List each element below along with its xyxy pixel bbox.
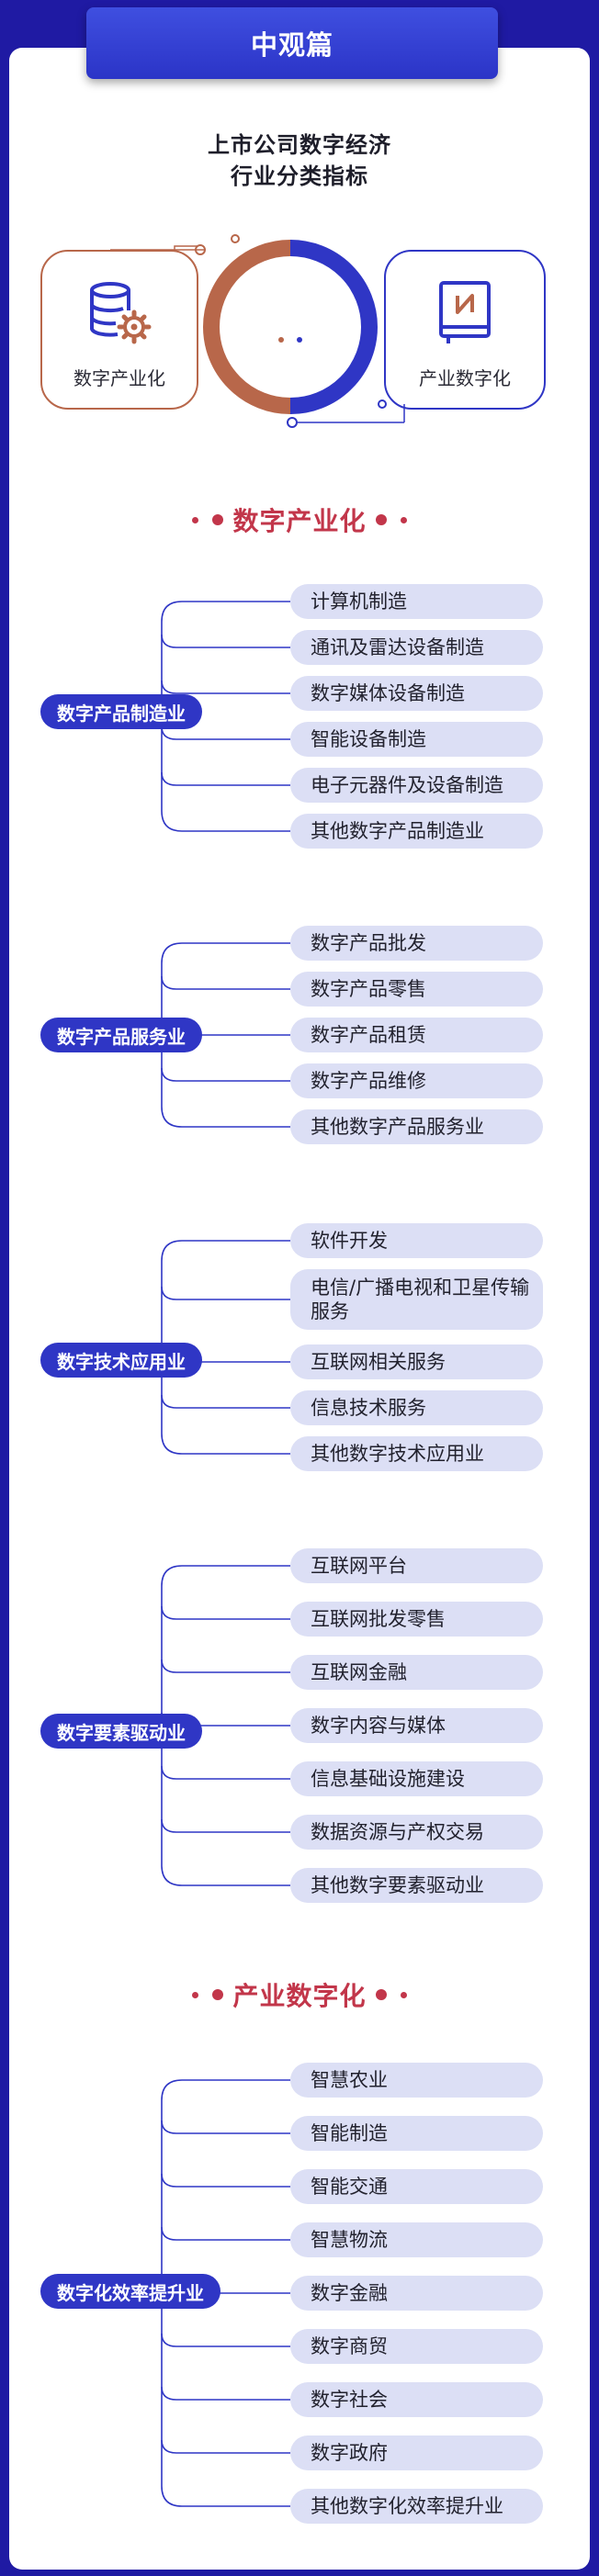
subcategory-item: 软件开发 [290, 1223, 543, 1258]
subcategory-item: 互联网金融 [290, 1655, 543, 1690]
branch-line [161, 2173, 290, 2188]
subcategory-item: 其他数字产品制造业 [290, 814, 543, 849]
subcategory-item: 智能交通 [290, 2169, 543, 2204]
branch-line [161, 1286, 290, 1300]
decor-dot [192, 1991, 199, 1998]
subcategory-item: 计算机制造 [290, 584, 543, 619]
header-title: 中观篇 [250, 29, 333, 61]
subcategory-item: 数字金融 [290, 2276, 543, 2311]
main-title-line1: 上市公司数字经济 [208, 132, 391, 158]
subcategory-item: 数字商贸 [290, 2329, 543, 2364]
branch-line [161, 1394, 290, 1409]
right-icon-label: 产业数字化 [419, 367, 511, 389]
subcategory-item: 其他数字技术应用业 [290, 1436, 543, 1471]
decor-dot [400, 1991, 407, 1998]
subcategory-item: 电信/广播电视和卫星传输服务 [290, 1269, 543, 1330]
section-title-text: 产业数字化 [232, 1981, 367, 2011]
branch-line [161, 2439, 290, 2454]
subcategory-item: 数字产品维修 [290, 1063, 543, 1098]
branch-line [161, 2386, 290, 2401]
decor-dot [375, 514, 387, 525]
industrial-digitalization-box: 产业数字化 [384, 250, 546, 410]
main-title-line2: 行业分类指标 [231, 163, 368, 189]
left-icon-label: 数字产业化 [73, 367, 165, 389]
branch-line [161, 634, 290, 648]
decor-dot [212, 1989, 224, 2000]
subcategory-item: 智能制造 [290, 2116, 543, 2151]
subcategory-item: 信息基础设施建设 [290, 1761, 543, 1796]
category-pill: 数字技术应用业 [40, 1343, 202, 1378]
subcategory-item: 智慧物流 [290, 2222, 543, 2257]
decor-dot [400, 516, 407, 523]
decor-dot [212, 514, 224, 525]
subcategory-item: 互联网平台 [290, 1548, 543, 1583]
branch-line [161, 771, 290, 786]
branch-line [161, 1818, 290, 1833]
digital-industrialization-box: 数字产业化 [40, 250, 198, 410]
subcategory-item: 其他数字化效率提升业 [290, 2489, 543, 2524]
subcategory-item: 数据资源与产权交易 [290, 1815, 543, 1850]
category-pill: 数字产品制造业 [40, 694, 202, 729]
branch-line [161, 975, 290, 990]
category-pill: 数字要素驱动业 [40, 1714, 202, 1749]
category-pill: 数字产品服务业 [40, 1018, 202, 1052]
subcategory-item: 电子元器件及设备制造 [290, 768, 543, 803]
subcategory-item: 其他数字要素驱动业 [290, 1868, 543, 1903]
subcategory-item: 通讯及雷达设备制造 [290, 630, 543, 665]
subcategory-item: 互联网批发零售 [290, 1602, 543, 1637]
subcategory-item: 数字产品批发 [290, 926, 543, 961]
subcategory-item: 数字社会 [290, 2382, 543, 2417]
branch-line [161, 1605, 290, 1620]
branch-line [161, 2226, 290, 2241]
section-title: 数字产业化 [0, 501, 599, 538]
decor-dot [375, 1989, 387, 2000]
branch-line [161, 2333, 290, 2347]
section-title-text: 数字产业化 [232, 506, 367, 536]
subcategory-item: 信息技术服务 [290, 1390, 543, 1425]
decor-dot [192, 516, 199, 523]
branch-line [161, 1067, 290, 1082]
subcategory-item: 数字媒体设备制造 [290, 676, 543, 711]
subcategory-item: 智能设备制造 [290, 722, 543, 757]
center-ring-diagram [110, 234, 405, 428]
branch-line [161, 680, 290, 694]
book-icon [439, 281, 491, 343]
subcategory-item: 数字产品租赁 [290, 1018, 543, 1052]
section-title: 产业数字化 [0, 1976, 599, 2013]
branch-line [161, 1765, 290, 1780]
branch-line [161, 1659, 290, 1673]
subcategory-item: 智慧农业 [290, 2063, 543, 2098]
category-pill: 数字化效率提升业 [40, 2274, 220, 2309]
branch-line [161, 2120, 290, 2134]
header-banner: 中观篇 [86, 7, 498, 79]
subcategory-item: 数字产品零售 [290, 972, 543, 1007]
subcategory-item: 互联网相关服务 [290, 1344, 543, 1379]
database-gear-icon [90, 282, 152, 344]
subcategory-item: 其他数字产品服务业 [290, 1109, 543, 1144]
subcategory-item: 数字政府 [290, 2435, 543, 2470]
subcategory-item: 数字内容与媒体 [290, 1708, 543, 1743]
